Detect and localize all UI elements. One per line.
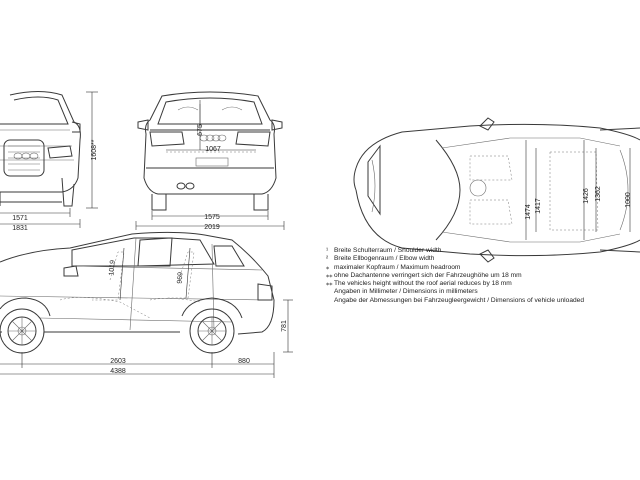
width-mirrors-label: 2019 <box>204 224 220 231</box>
front-shoulder-label: 1474 <box>525 204 532 220</box>
wheelbase-label: 2603 <box>110 358 126 365</box>
length-label: 4388 <box>110 368 126 375</box>
rear-overhang-label: 880 <box>238 358 250 365</box>
rear-view <box>137 91 283 211</box>
note-row: ⁎⁎ohne Dachantenne verringert sich der F… <box>326 271 522 279</box>
front-view <box>0 91 81 207</box>
front-width-label: 1831 <box>12 225 28 232</box>
front-elbow-label: 1417 <box>535 198 542 214</box>
rear-track-label: 1575 <box>204 214 220 221</box>
note-row: Angabe der Abmessungen bei Fahrzeugleerg… <box>334 296 584 304</box>
rear-shoulder-label: 1426 <box>583 188 590 204</box>
trunk-height-label: 781 <box>281 320 288 332</box>
rear-elbow-label: 1067 <box>205 146 221 153</box>
boot-width-label: 1000 <box>625 192 632 208</box>
top-view <box>353 117 640 263</box>
side-view <box>0 231 275 354</box>
rear-headroom-side-label: 969 <box>177 272 185 284</box>
height-label: 1608** <box>91 139 98 160</box>
note-row: Angaben in Millimeter / Dimensions in mi… <box>334 288 478 296</box>
front-headroom-label: 1019 <box>108 260 116 276</box>
note-row: ⁎maximaler Kopfraum / Maximum headroom <box>326 263 461 271</box>
rear-elbow-top-label: 1362 <box>595 186 602 202</box>
front-track-label: 1571 <box>12 215 28 222</box>
note-row: ⁎⁎The vehicles height without the roof a… <box>326 280 512 288</box>
rear-headroom-label: 675 <box>197 124 204 136</box>
